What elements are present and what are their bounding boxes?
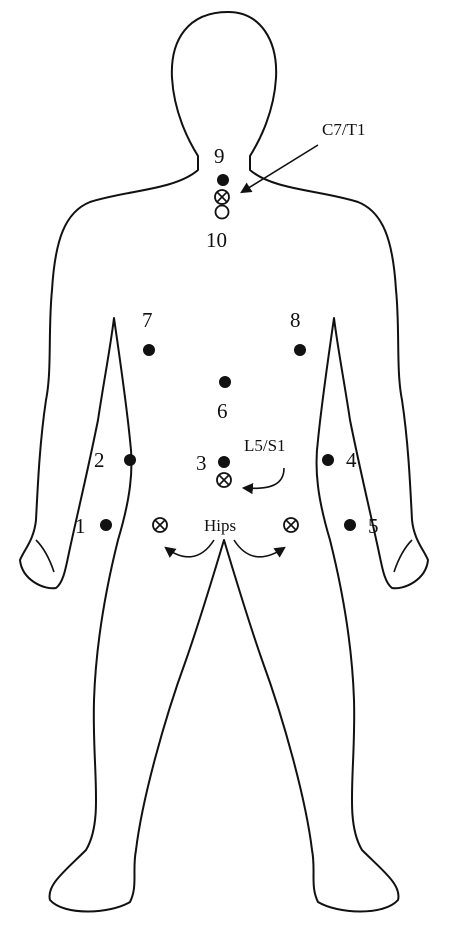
marker-10-label: 10 — [206, 228, 227, 252]
right-hip-arrow — [234, 540, 284, 557]
hips-label: Hips — [204, 516, 236, 535]
marker-5-label: 5 — [368, 514, 379, 538]
marker-7-dot — [143, 344, 155, 356]
marker-9-dot — [217, 174, 229, 186]
l5-s1-crossed-circle — [217, 473, 231, 487]
l5-s1-label: L5/S1 — [244, 436, 286, 455]
marker-4-label: 4 — [346, 448, 357, 472]
c7-t1-label: C7/T1 — [322, 120, 365, 139]
marker-5-dot — [344, 519, 356, 531]
marker-8-label: 8 — [290, 308, 301, 332]
marker-6-dot — [219, 376, 231, 388]
marker-9-label: 9 — [214, 144, 225, 168]
marker-2-label: 2 — [94, 448, 105, 472]
right-hip-crossed-circle — [284, 518, 298, 532]
left-hand-finger-line — [36, 540, 54, 572]
marker-8-dot — [294, 344, 306, 356]
marker-4-dot — [322, 454, 334, 466]
left-hip-crossed-circle — [153, 518, 167, 532]
marker-2-dot — [124, 454, 136, 466]
marker-3-label: 3 — [196, 451, 207, 475]
right-hand-finger-line — [394, 540, 412, 572]
l5-s1-arrow — [244, 468, 284, 488]
marker-3-dot — [218, 456, 230, 468]
c7-t1-crossed-circle — [215, 190, 229, 204]
marker-1-label: 1 — [75, 514, 86, 538]
left-hip-arrow — [166, 540, 214, 557]
marker-6-label: 6 — [217, 399, 228, 423]
marker-1-dot — [100, 519, 112, 531]
marker-7-label: 7 — [142, 308, 153, 332]
marker-10-open-dot — [216, 206, 229, 219]
